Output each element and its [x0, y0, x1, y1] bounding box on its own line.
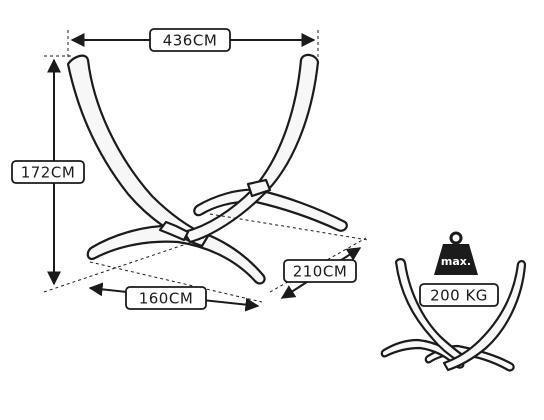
weight-icon: max.	[434, 231, 478, 275]
back-foot	[193, 188, 348, 232]
rear-joint	[246, 178, 272, 198]
capacity-label: 200 KG	[430, 287, 488, 305]
small-stand	[380, 258, 527, 372]
base-width-dimension: 160CM	[88, 282, 260, 312]
base-depth-dimension: 210CM	[280, 247, 362, 299]
front-foot	[86, 224, 266, 285]
height-dimension: 172CM	[11, 55, 85, 286]
width-dimension: 436CM	[67, 28, 319, 58]
capacity-dimension: 200 KG	[419, 283, 499, 307]
weight-badge-label: max.	[441, 255, 471, 268]
height-label: 172CM	[21, 164, 76, 182]
left-arm	[66, 54, 210, 248]
base-depth-label: 210CM	[293, 263, 348, 281]
width-label: 436CM	[163, 32, 218, 50]
main-stand	[66, 53, 348, 285]
center-joint	[158, 220, 190, 242]
base-width-label: 160CM	[139, 290, 194, 308]
small-right-arm	[442, 260, 527, 372]
right-arm	[182, 53, 320, 244]
small-left-arm	[394, 258, 466, 364]
